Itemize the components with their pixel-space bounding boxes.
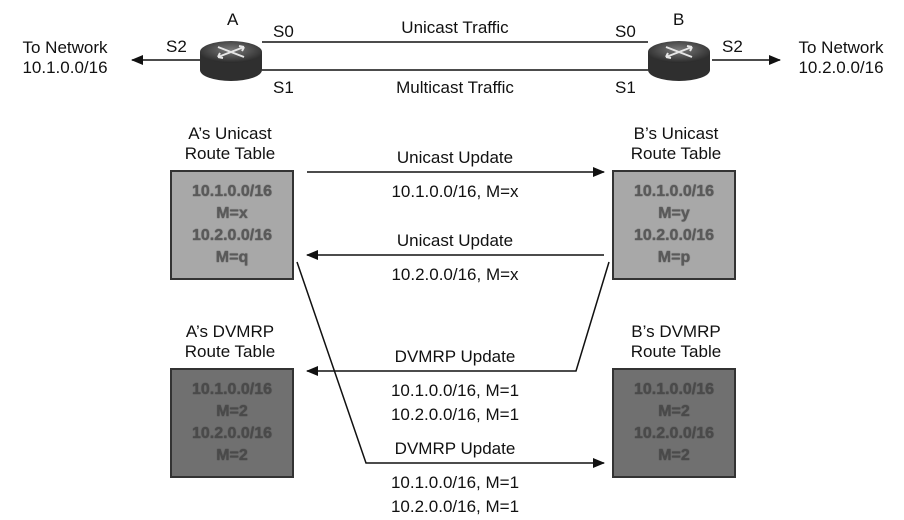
unicast-update-ba-line: 10.2.0.0/16, M=x (391, 265, 519, 284)
dvmrp-update-ba-line-2: 10.2.0.0/16, M=1 (390, 405, 520, 424)
unicast-update-ba-title: Unicast Update (396, 231, 514, 250)
unicast-update-ab-line: 10.1.0.0/16, M=x (391, 182, 519, 201)
table-row: 10.2.0.0/16 (191, 425, 273, 442)
network-left-label: To Network 10.1.0.0/16 (0, 38, 130, 78)
router-a-s1-label: S1 (273, 78, 294, 97)
router-a-label: A (227, 10, 239, 29)
unicast-update-ab-title: Unicast Update (396, 148, 514, 167)
network-left-line2: 10.1.0.0/16 (22, 58, 108, 77)
b-unicast-title-2: Route Table (630, 144, 722, 163)
router-a-icon (200, 41, 262, 81)
a-unicast-route-table: 10.1.0.0/16 M=x 10.2.0.0/16 M=q (170, 170, 294, 280)
router-a-s0-label: S0 (273, 22, 294, 41)
router-a-s2-label: S2 (166, 37, 187, 56)
a-dvmrp-title-1: A’s DVMRP (185, 322, 275, 341)
router-b-s0-label: S0 (615, 22, 636, 41)
table-row: 10.1.0.0/16 (633, 381, 715, 398)
table-row: M=2 (658, 403, 690, 420)
table-row: 10.2.0.0/16 (191, 227, 273, 244)
a-dvmrp-route-table: 10.1.0.0/16 M=2 10.2.0.0/16 M=2 (170, 368, 294, 478)
b-unicast-route-table: 10.1.0.0/16 M=y 10.2.0.0/16 M=p (612, 170, 736, 280)
a-dvmrp-title-2: Route Table (184, 342, 276, 361)
b-unicast-table-title: B’s Unicast Route Table (606, 124, 746, 164)
router-b-icon (648, 41, 710, 81)
table-row: M=2 (658, 447, 690, 464)
table-row: M=2 (216, 403, 248, 420)
network-left-line1: To Network (22, 38, 108, 57)
router-b-s2-label: S2 (722, 37, 743, 56)
b-dvmrp-title-1: B’s DVMRP (631, 322, 721, 341)
b-dvmrp-route-table: 10.1.0.0/16 M=2 10.2.0.0/16 M=2 (612, 368, 736, 478)
b-dvmrp-title-2: Route Table (630, 342, 722, 361)
dvmrp-update-ba-arrow (306, 261, 610, 376)
dvmrp-update-ab-line-1: 10.1.0.0/16, M=1 (390, 473, 520, 492)
network-right-line2: 10.2.0.0/16 (798, 58, 884, 77)
unicast-traffic-label: Unicast Traffic (401, 18, 509, 37)
network-right-line1: To Network (798, 38, 884, 57)
network-right-label: To Network 10.2.0.0/16 (776, 38, 904, 78)
table-row: 10.1.0.0/16 (191, 381, 273, 398)
b-dvmrp-table-title: B’s DVMRP Route Table (606, 322, 746, 362)
table-row: M=2 (216, 447, 248, 464)
a-unicast-table-title: A’s Unicast Route Table (160, 124, 300, 164)
router-b-s1-label: S1 (615, 78, 636, 97)
dvmrp-update-ba-title: DVMRP Update (394, 347, 516, 366)
a-dvmrp-table-title: A’s DVMRP Route Table (160, 322, 300, 362)
dvmrp-update-ab-line-2: 10.2.0.0/16, M=1 (390, 497, 520, 516)
a-unicast-title-2: Route Table (184, 144, 276, 163)
table-row: M=y (658, 205, 690, 222)
table-row: 10.2.0.0/16 (633, 425, 715, 442)
table-row: 10.1.0.0/16 (191, 183, 273, 200)
b-unicast-title-1: B’s Unicast (633, 124, 719, 143)
table-row: M=x (216, 205, 248, 222)
table-row: 10.2.0.0/16 (633, 227, 715, 244)
table-row: 10.1.0.0/16 (633, 183, 715, 200)
table-row: M=q (215, 249, 249, 266)
table-row: M=p (657, 249, 691, 266)
dvmrp-update-ab-title: DVMRP Update (394, 439, 516, 458)
a-unicast-title-1: A’s Unicast (188, 124, 272, 143)
multicast-traffic-label: Multicast Traffic (396, 78, 514, 97)
router-b-label: B (673, 10, 685, 29)
dvmrp-update-ba-line-1: 10.1.0.0/16, M=1 (390, 381, 520, 400)
dvmrp-update-ab-arrow (296, 261, 605, 468)
